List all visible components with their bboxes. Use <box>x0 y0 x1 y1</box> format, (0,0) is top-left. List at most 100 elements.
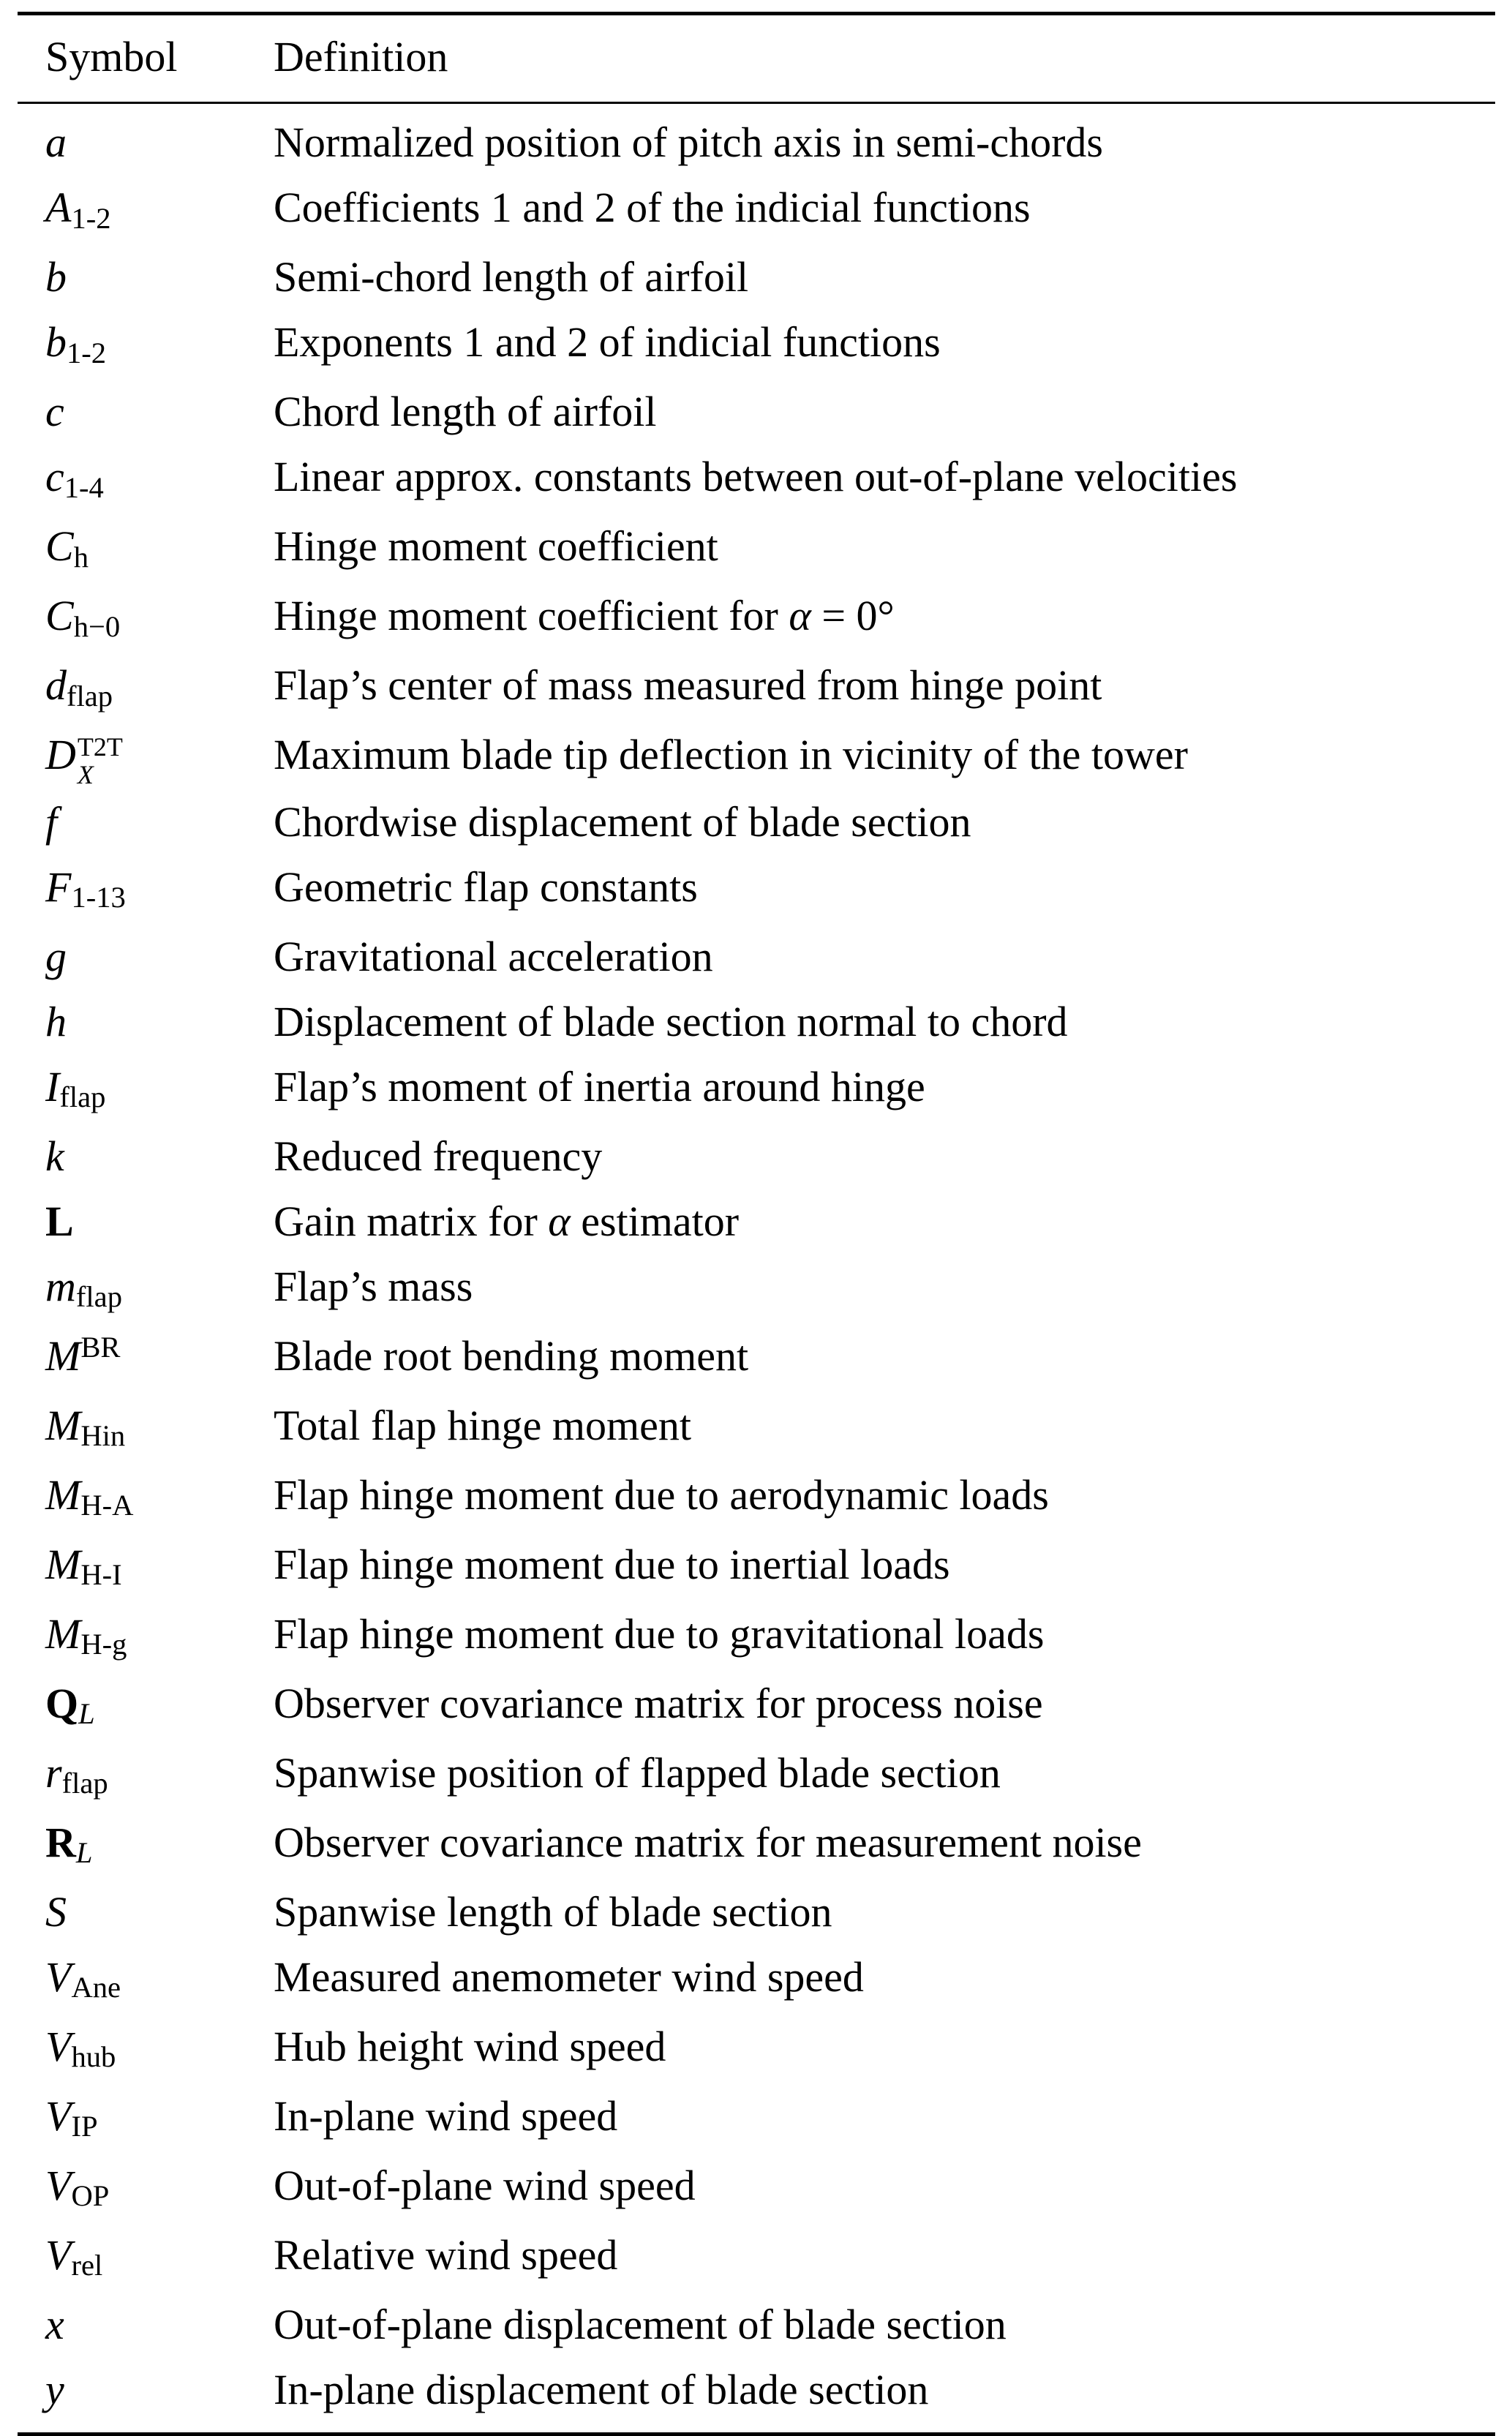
definition-cell: Maximum blade tip deflection in vicinity… <box>274 731 1188 778</box>
symbol-cell: f <box>45 789 274 854</box>
symbol-base: M <box>45 1401 81 1449</box>
symbol-cell: S <box>45 1879 274 1944</box>
symbol-base: a <box>45 119 67 166</box>
symbol-subscript: H-A <box>80 1489 134 1522</box>
symbol-subscript: L <box>75 1836 93 1870</box>
definition-cell: Relative wind speed <box>274 2230 618 2279</box>
definition-cell: Spanwise length of blade section <box>274 1887 832 1936</box>
symbol-cell: RL <box>45 1810 274 1879</box>
definition-cell: Out-of-plane wind speed <box>274 2161 696 2209</box>
table-header: Symbol Definition <box>18 15 1495 102</box>
symbol-base: b <box>45 318 67 366</box>
definition-cell: Normalized position of pitch axis in sem… <box>274 119 1104 166</box>
symbol-cell: mflap <box>45 1254 274 1323</box>
symbol-subscript: h <box>73 540 89 574</box>
symbol-cell: k <box>45 1124 274 1189</box>
definition-cell: Displacement of blade section normal to … <box>274 997 1068 1045</box>
definition-cell: Spanwise position of flapped blade secti… <box>274 1748 1001 1797</box>
definition-cell: Gravitational acceleration <box>274 932 713 980</box>
definition-cell: Chord length of airfoil <box>274 388 657 435</box>
symbol-subscript: h−0 <box>73 609 121 643</box>
symbol-base: M <box>45 1470 81 1519</box>
symbol-base: D <box>45 731 76 778</box>
definition-cell: Exponents 1 and 2 of indicial functions <box>274 318 941 366</box>
table-row: MHin Total flap hinge moment <box>18 1393 1495 1462</box>
table-row: a Normalized position of pitch axis in se… <box>18 110 1495 175</box>
symbol-base: V <box>45 2161 72 2209</box>
definition-cell: Flap hinge moment due to inertial loads <box>274 1540 950 1588</box>
symbol-subscript: OP <box>71 2179 110 2213</box>
symbol-base: c <box>45 388 64 435</box>
symbol-cell: QL <box>45 1671 274 1740</box>
symbol-base: M <box>45 1540 81 1588</box>
symbol-subscript: flap <box>61 1767 108 1800</box>
table-row: c Chord length of airfoil <box>18 379 1495 444</box>
nomenclature-table: Symbol Definition a Normalized position o… <box>18 12 1495 2436</box>
symbol-base: I <box>45 1062 60 1110</box>
definition-cell: Geometric flap constants <box>274 862 698 911</box>
symbol-base: A <box>45 184 72 231</box>
top-rule <box>18 12 1495 15</box>
symbol-base: m <box>45 1262 76 1310</box>
definition-cell: Coefficients 1 and 2 of the indicial fun… <box>274 184 1031 231</box>
symbol-cell: MH-g <box>45 1601 274 1671</box>
symbol-subscript: Ane <box>71 1971 121 2004</box>
symbol-base: Q <box>45 1679 79 1727</box>
definition-cell: In-plane wind speed <box>274 2091 618 2140</box>
symbol-cell: MBR <box>45 1323 274 1393</box>
definition-cell: Flap’s moment of inertia around hinge <box>274 1062 925 1110</box>
symbol-subscript: 1-4 <box>64 470 104 504</box>
symbol-cell: Vrel <box>45 2222 274 2292</box>
definition-cell: Gain matrix for α estimator <box>274 1197 740 1245</box>
symbol-cell: A1-2 <box>45 175 274 244</box>
symbol-cell: VOP <box>45 2153 274 2222</box>
definition-cell: Flap’s mass <box>274 1262 473 1310</box>
definition-cell: Total flap hinge moment <box>274 1401 691 1449</box>
symbol-subscript: H-I <box>80 1558 122 1592</box>
symbol-cell: MH-I <box>45 1532 274 1601</box>
symbol-cell: c1-4 <box>45 444 274 514</box>
symbol-base: L <box>45 1197 74 1245</box>
definition-cell: Hub height wind speed <box>274 2022 666 2070</box>
symbol-base: c <box>45 453 64 500</box>
symbol-subscript: flap <box>75 1280 122 1314</box>
symbol-base: k <box>45 1132 64 1180</box>
definition-cell: Hinge moment coefficient <box>274 522 718 570</box>
symbol-base: h <box>45 997 67 1045</box>
definition-cell: Flap hinge moment due to gravitational l… <box>274 1609 1045 1658</box>
symbol-cell: a <box>45 110 274 175</box>
definition-cell: Hinge moment coefficient for α = 0° <box>274 592 895 639</box>
bottom-rule <box>18 2432 1495 2436</box>
definition-column-header: Definition <box>274 33 448 80</box>
header-rule <box>18 102 1495 104</box>
symbol-subscript: flap <box>67 679 113 713</box>
symbol-subscript: Hin <box>80 1419 126 1453</box>
symbol-subscript: 1-2 <box>71 201 111 235</box>
definition-cell: Reduced frequency <box>274 1132 603 1180</box>
symbol-base: M <box>45 1609 81 1658</box>
definition-cell: Blade root bending moment <box>274 1331 749 1380</box>
symbol-base: x <box>45 2300 64 2348</box>
symbol-cell: rflap <box>45 1740 274 1810</box>
definition-cell: Linear approx. constants between out-of-… <box>274 453 1238 500</box>
